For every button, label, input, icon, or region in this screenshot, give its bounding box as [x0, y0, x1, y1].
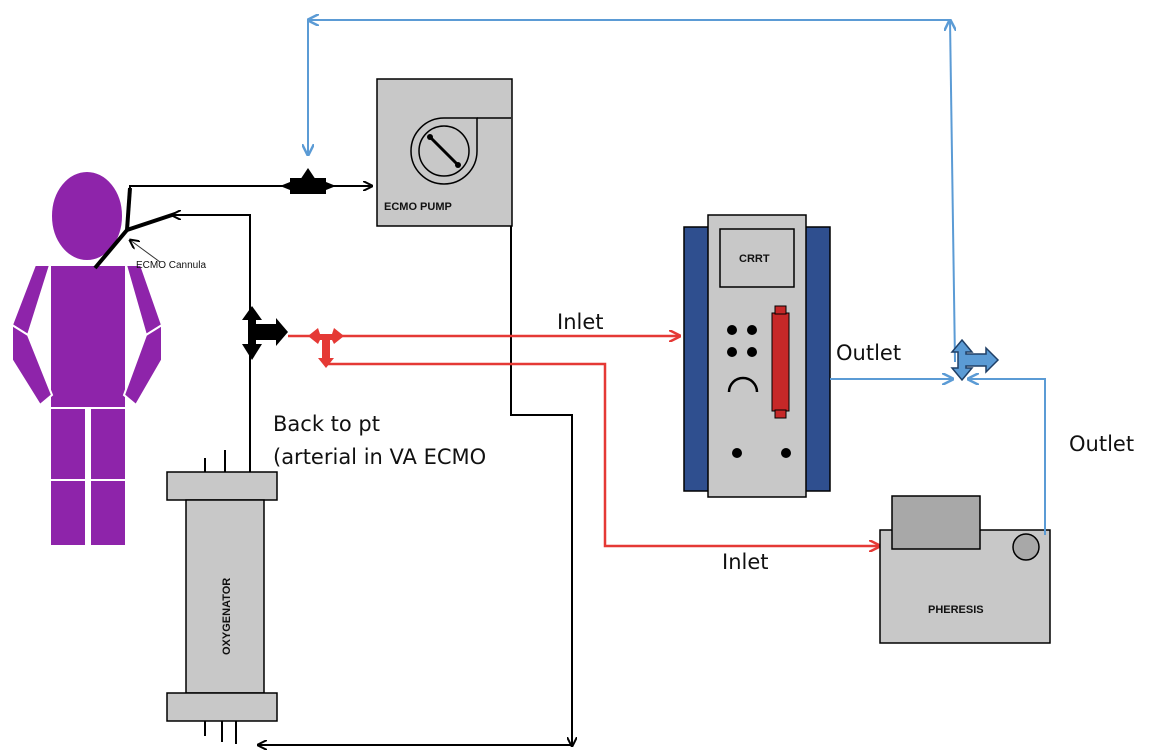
oxygenator-body — [185, 499, 265, 694]
oxygenator-bottom-cap — [166, 692, 278, 722]
crrt-pump-segment — [771, 312, 790, 412]
red-inlet-lines — [288, 336, 880, 546]
patient-right-arm-lower — [122, 323, 163, 407]
oxygenator-top-cap — [166, 471, 278, 501]
pump-inlet-connector — [280, 168, 336, 194]
patient-right-leg-upper — [89, 407, 127, 481]
patient-right-arm-upper — [124, 264, 164, 337]
crrt-outlet-label: Outlet — [836, 341, 901, 365]
crrt-screen — [719, 228, 795, 288]
ecmo-pump-label: ECMO PUMP — [384, 201, 452, 213]
blue-return-lines — [308, 20, 1046, 535]
pheresis-knob — [1012, 533, 1040, 561]
back-to-pt-label-line2: (arterial in VA ECMO — [273, 445, 486, 469]
patient-figure — [10, 170, 164, 547]
oxygenator-branch-connector — [242, 306, 288, 360]
red-t-connector — [308, 328, 344, 368]
patient-right-leg-lower — [89, 479, 127, 547]
patient-head — [50, 170, 124, 262]
ecmo-cannula — [93, 187, 176, 270]
patient-torso — [49, 264, 127, 409]
pheresis-inlet-label: Inlet — [722, 550, 769, 574]
drain-line — [129, 186, 372, 188]
patient-left-arm-lower — [11, 323, 54, 407]
pheresis-top-unit — [891, 495, 981, 550]
pheresis-outlet-label: Outlet — [1069, 432, 1134, 456]
patient-left-arm-upper — [10, 264, 52, 337]
oxygenator-label: OXYGENATOR — [221, 578, 233, 655]
ecmo-cannula-label: ECMO Cannula — [136, 260, 206, 271]
pheresis-label: PHERESIS — [928, 604, 984, 616]
pump-rotor-arm — [428, 135, 460, 167]
ecmo-pump: ECMO PUMP — [376, 78, 513, 227]
pump-to-oxygenator-line — [258, 226, 572, 746]
patient-left-leg-lower — [49, 479, 87, 547]
blue-connector — [950, 338, 1000, 382]
crrt-label: CRRT — [739, 253, 770, 265]
pheresis-machine: PHERESIS — [879, 495, 1051, 644]
cannula-pointer — [130, 240, 161, 263]
crrt-inlet-label: Inlet — [557, 310, 604, 334]
oxygenator-return-line — [172, 215, 252, 472]
crrt-machine: CRRT — [683, 214, 831, 498]
crrt-arc — [727, 376, 759, 393]
patient-left-leg-upper — [49, 407, 87, 481]
oxygenator: OXYGENATOR — [166, 450, 278, 744]
back-to-pt-label-line1: Back to pt — [273, 412, 380, 436]
